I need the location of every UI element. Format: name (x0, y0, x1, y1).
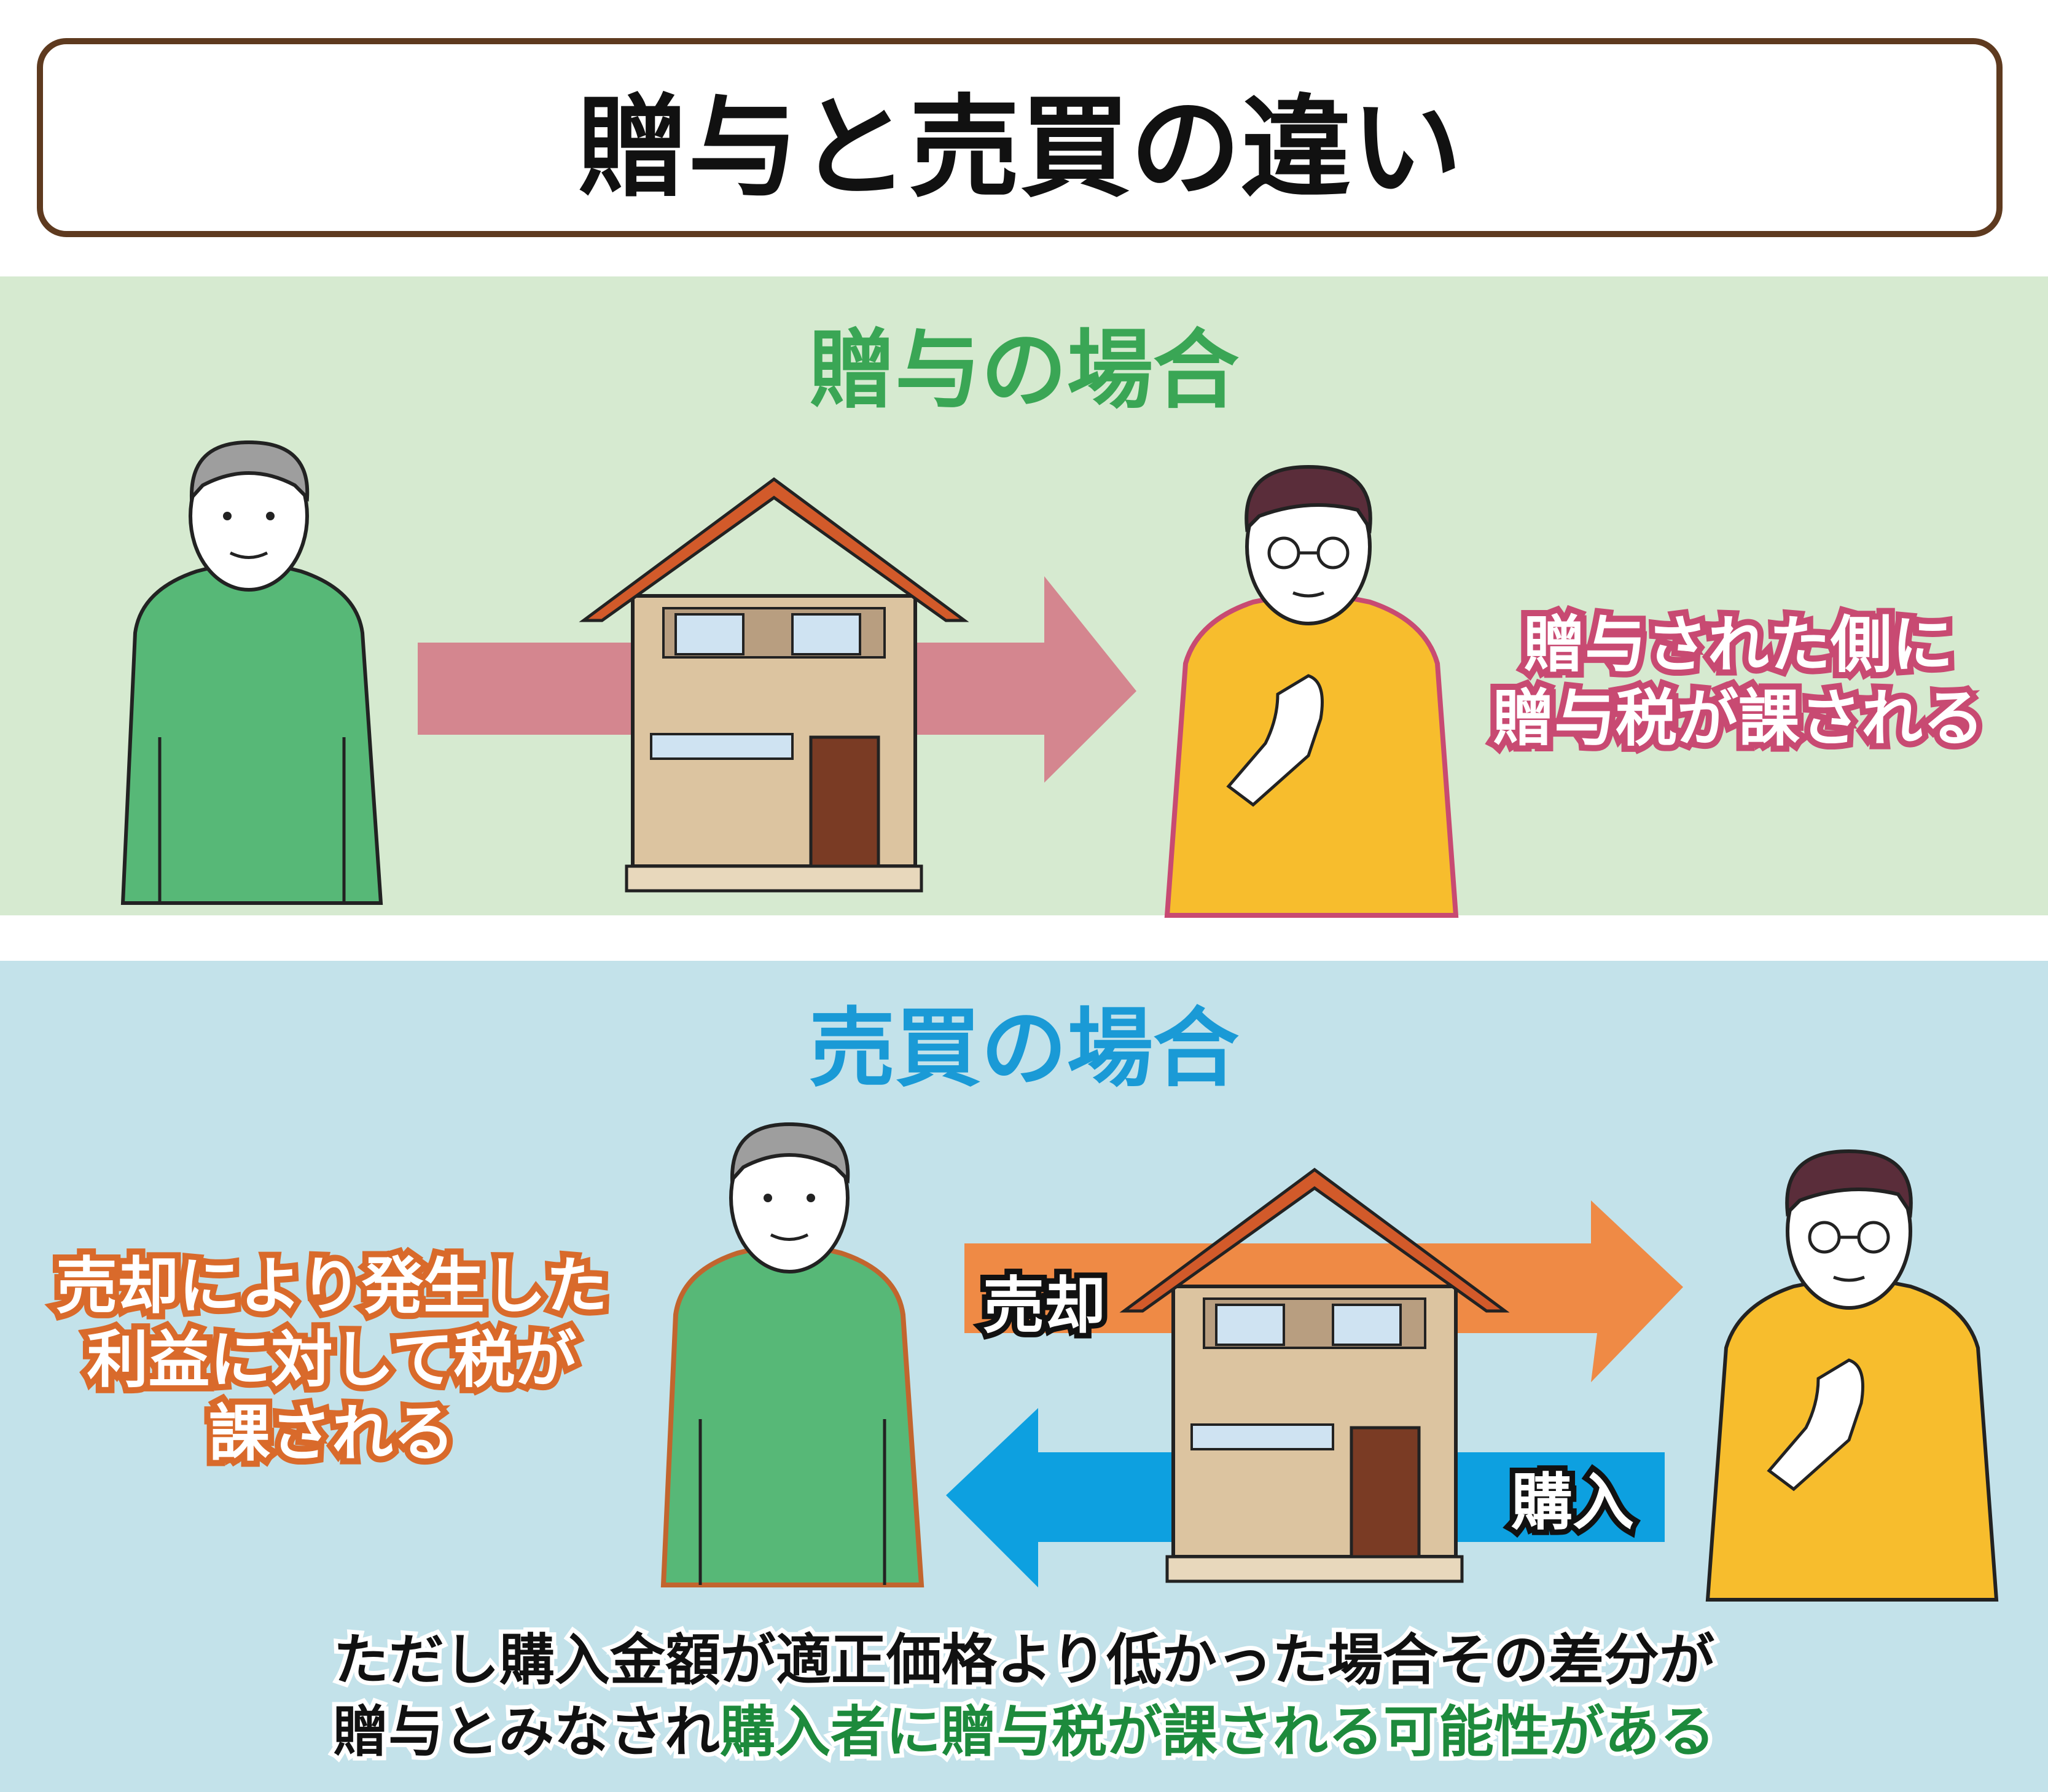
sale-section: 売買の場合 売却 購入 (0, 961, 2048, 1792)
sale-note-line-1: 売却により発生した (50, 1244, 614, 1328)
sell-label: 売却 (977, 1264, 1111, 1347)
sale-note-line-2: 利益に対して税が (81, 1318, 583, 1402)
young-man-buyer-illustration (1705, 1149, 1999, 1602)
elderly-man-seller-illustration (660, 1122, 924, 1587)
footnote-plain: 贈与とみなされ (329, 1696, 724, 1769)
sale-note-line-3: 課される (203, 1391, 461, 1476)
buy-label: 購入 (1506, 1461, 1640, 1544)
gift-note-line-1: 贈与された側に (1517, 603, 1960, 687)
house-illustration-sale (1119, 1167, 1510, 1583)
footnote-line-2: 贈与とみなされ購入者に贈与税が課される可能性がある (0, 1696, 2048, 1769)
gift-section: 贈与の場合 贈与された側に 贈与税が (0, 276, 2048, 918)
footnote-highlight: 購入者に贈与税が課される可能性がある (716, 1696, 1719, 1769)
house-illustration (579, 477, 969, 893)
young-man-illustration (1164, 464, 1459, 918)
footnote-line-1: ただし購入金額が適正価格より低かった場合その差分が (329, 1624, 1719, 1697)
gift-note-line-2: 贈与税が課される (1487, 676, 1990, 761)
seller-tax-note: 売却により発生した 利益に対して税が 課される (12, 1244, 651, 1476)
sale-heading: 売買の場合 (808, 999, 1239, 1099)
gift-heading: 贈与の場合 (808, 321, 1239, 421)
gift-tax-note: 贈与された側に 贈与税が課される (1462, 603, 2015, 761)
footnote: ただし購入金額が適正価格より低かった場合その差分が 贈与とみなされ購入者に贈与税… (0, 1624, 2048, 1769)
elderly-man-illustration (120, 440, 383, 905)
page-title: 贈与と売買の違い (37, 38, 2003, 237)
